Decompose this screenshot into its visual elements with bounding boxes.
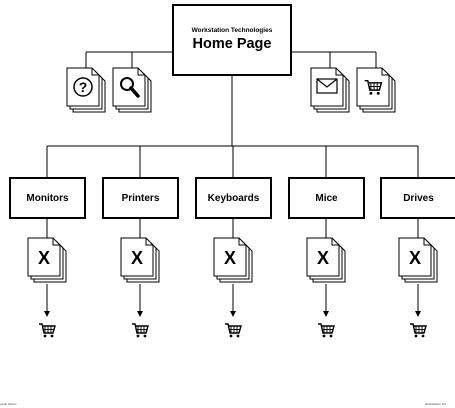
category-box-mice[interactable]: Mice xyxy=(288,177,365,219)
shopping-cart-icon[interactable] xyxy=(225,323,242,338)
shopping-cart-icon[interactable] xyxy=(410,323,427,338)
page-x-mark: X xyxy=(38,248,50,268)
shopping-cart-icon[interactable] xyxy=(364,79,383,95)
shopping-cart-icon[interactable] xyxy=(39,323,56,338)
connector-lines xyxy=(44,51,421,317)
category-box-keyboards[interactable]: Keyboards xyxy=(195,177,272,219)
home-page-title: Home Page xyxy=(192,36,272,52)
category-label: Drives xyxy=(403,192,434,204)
category-label: Monitors xyxy=(26,192,69,204)
envelope-icon xyxy=(316,78,338,94)
category-label: Keyboards xyxy=(207,192,260,204)
category-box-monitors[interactable]: Monitors xyxy=(9,177,86,219)
page-icons: ? X X X X X xyxy=(27,67,438,283)
question-mark-icon: ? xyxy=(73,77,93,97)
category-label: Printers xyxy=(121,192,160,204)
page-drives[interactable]: X xyxy=(398,237,438,283)
shopping-cart-icon[interactable] xyxy=(318,323,335,338)
page-x-mark: X xyxy=(409,248,421,268)
category-label: Mice xyxy=(315,192,338,204)
page-printers[interactable]: X xyxy=(120,237,160,283)
category-box-printers[interactable]: Printers xyxy=(102,177,179,219)
shopping-cart-icon[interactable] xyxy=(132,323,149,338)
page-x-mark: X xyxy=(131,248,143,268)
page-question-mark[interactable]: ? xyxy=(66,67,106,113)
category-box-drives[interactable]: Drives xyxy=(380,177,455,219)
magnifier-icon xyxy=(120,77,140,98)
cart-icons xyxy=(39,323,427,338)
svg-text:?: ? xyxy=(79,79,88,95)
page-x-mark: X xyxy=(317,248,329,268)
page-shopping-cart[interactable] xyxy=(356,67,396,113)
home-page-subtitle: Workstation Technologies xyxy=(191,27,273,34)
page-envelope[interactable] xyxy=(310,67,350,113)
page-magnifier[interactable] xyxy=(112,67,152,113)
page-x-mark: X xyxy=(224,248,236,268)
home-page-box[interactable]: Workstation Technologies Home Page xyxy=(172,4,292,76)
footer-left-text: esign Works xyxy=(0,402,17,406)
footer-right-text: Workstation Tec xyxy=(425,402,447,406)
page-monitors[interactable]: X xyxy=(27,237,67,283)
page-keyboards[interactable]: X xyxy=(213,237,253,283)
page-mice[interactable]: X xyxy=(306,237,346,283)
